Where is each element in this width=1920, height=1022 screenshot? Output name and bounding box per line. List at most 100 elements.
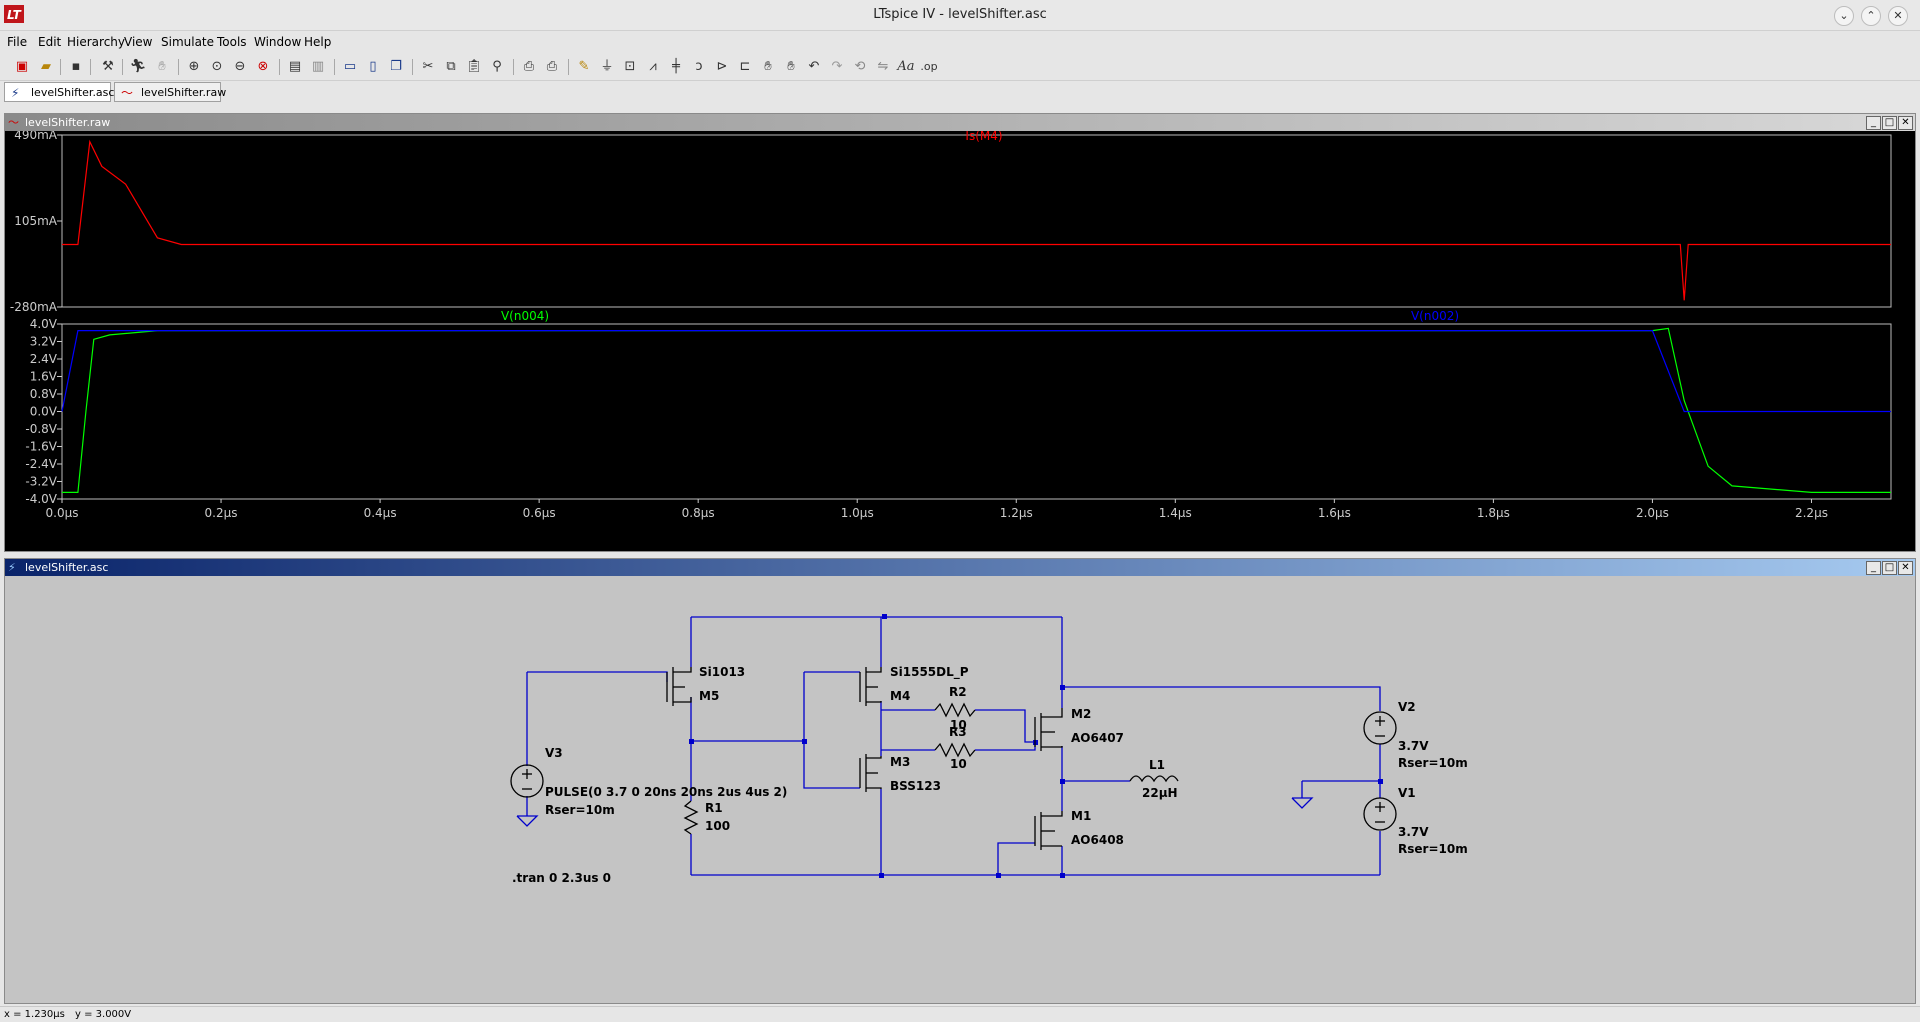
new-schematic-icon[interactable]: ▣ (15, 59, 29, 74)
plot-window-titlebar: 〜 levelShifter.raw _ □ ✕ (5, 114, 1915, 131)
zoom-out-icon[interactable]: ⊖ (234, 59, 246, 74)
junction-dots (689, 614, 1383, 878)
save-icon[interactable]: ▪ (71, 59, 81, 74)
resistor-icon[interactable]: ⩘ (649, 59, 657, 74)
zoom-fit-icon[interactable]: ⊗ (257, 59, 269, 74)
schematic-window-titlebar: ⚡︎ levelShifter.asc _ □ ✕ (5, 559, 1915, 576)
spice-directive-icon[interactable]: .op (920, 60, 938, 73)
m5-ref[interactable]: M5 (699, 689, 719, 703)
find-icon[interactable]: ⚲ (492, 59, 502, 74)
component-icon[interactable]: ⊏ (739, 59, 751, 74)
tile-horizontal-icon[interactable]: ▭ (343, 59, 357, 74)
tab-levelshifter-raw[interactable]: 〜 levelShifter.raw (114, 82, 226, 102)
tile-vertical-icon[interactable]: ▯ (369, 59, 377, 74)
menu-file[interactable]: File (7, 35, 28, 49)
autorange-icon[interactable]: ▤ (288, 59, 302, 74)
print-setup-icon[interactable]: ⎙ (523, 59, 535, 74)
lower-y-tick-label: -1.6V (25, 440, 57, 454)
undo-icon[interactable]: ↶ (808, 59, 820, 74)
m3-ref[interactable]: M3 (890, 755, 910, 769)
m2-part[interactable]: AO6407 (1071, 731, 1124, 745)
minimize-icon[interactable]: ⌄ (1834, 6, 1854, 26)
trace-label-v-n004[interactable]: V(n004) (501, 309, 549, 323)
draw-wire-icon[interactable]: ✎ (578, 59, 590, 74)
m4-ref[interactable]: M4 (890, 689, 910, 703)
mirror-icon[interactable]: ⇋ (877, 59, 889, 74)
schematic-canvas[interactable]: Si1013 M5 Si1555DL_P M4 M3 BSS123 M2 AO6… (5, 576, 1913, 1002)
menu-help[interactable]: Help (304, 35, 332, 49)
r1-ref[interactable]: R1 (705, 801, 723, 815)
m1-ref[interactable]: M1 (1071, 809, 1091, 823)
upper-pane-frame (61, 134, 1892, 308)
l1-value[interactable]: 22µH (1142, 786, 1178, 800)
v3-value[interactable]: PULSE(0 3.7 0 20ns 20ns 2us 4us 2) (545, 785, 787, 799)
v2-rser[interactable]: Rser=10m (1398, 756, 1468, 770)
close-icon[interactable]: ✕ (1888, 6, 1908, 26)
spice-directive[interactable]: .tran 0 2.3us 0 (512, 871, 611, 885)
trace-v-n004[interactable] (62, 327, 1891, 493)
trace-v-n002[interactable] (61, 330, 1891, 413)
mdi-maximize-icon[interactable]: □ (1882, 116, 1897, 130)
open-folder-icon[interactable]: ▰ (41, 59, 51, 74)
maximize-icon[interactable]: ⌃ (1861, 6, 1881, 26)
paste-icon[interactable]: 📋︎ (465, 59, 483, 74)
menu-hierarchy[interactable]: Hierarchy (67, 35, 126, 49)
trace-is-m4[interactable] (62, 139, 1891, 301)
v2-ref[interactable]: V2 (1398, 700, 1416, 714)
v3-rser[interactable]: Rser=10m (545, 803, 615, 817)
zoom-in-icon[interactable]: ⊕ (188, 59, 200, 74)
label-net-icon[interactable]: ⊡ (624, 59, 636, 74)
v1-value[interactable]: 3.7V (1398, 825, 1429, 839)
inductor-icon[interactable]: ↄ (695, 59, 703, 74)
text-icon[interactable]: Aa (897, 59, 915, 74)
m2-ref[interactable]: M2 (1071, 707, 1091, 721)
print-icon[interactable]: ⎙ (546, 59, 558, 74)
redo-icon[interactable]: ↷ (831, 59, 843, 74)
r3-value[interactable]: 10 (950, 757, 967, 771)
copy-icon[interactable]: ⧉ (446, 59, 456, 74)
halt-icon[interactable]: ✋︎ (158, 59, 166, 74)
m3-part[interactable]: BSS123 (890, 779, 941, 793)
rotate-icon[interactable]: ⟲ (854, 59, 866, 74)
tab-levelshifter-asc[interactable]: ⚡︎ levelShifter.asc (4, 82, 114, 102)
mdi-minimize-icon[interactable]: _ (1866, 116, 1881, 130)
trace-label-v-n002[interactable]: V(n002) (1411, 309, 1459, 323)
control-panel-icon[interactable]: ⚒ (102, 59, 114, 74)
diode-icon[interactable]: ⊳ (716, 59, 728, 74)
capacitor-icon[interactable]: ╪ (672, 59, 680, 74)
mdi-close-icon[interactable]: ✕ (1898, 561, 1913, 575)
schematic-icon: ⚡︎ (8, 561, 16, 574)
menu-view[interactable]: View (124, 35, 153, 49)
menu-window[interactable]: Window (254, 35, 302, 49)
ground-icon[interactable]: ⏚ (600, 59, 614, 74)
r2-ref[interactable]: R2 (949, 685, 967, 699)
l1-ref[interactable]: L1 (1149, 758, 1165, 772)
v1-rser[interactable]: Rser=10m (1398, 842, 1468, 856)
menu-edit[interactable]: Edit (38, 35, 62, 49)
v2-value[interactable]: 3.7V (1398, 739, 1429, 753)
move-icon[interactable]: ✋︎ (764, 59, 772, 74)
menu-simulate[interactable]: Simulate (161, 35, 215, 49)
mdi-minimize-icon[interactable]: _ (1866, 561, 1881, 575)
toolbar-separator (122, 59, 123, 75)
m5-part[interactable]: Si1013 (699, 665, 745, 679)
mdi-close-icon[interactable]: ✕ (1898, 116, 1913, 130)
mark-units-icon[interactable]: ▥ (311, 59, 325, 74)
r2-value[interactable]: 10 (950, 718, 967, 732)
run-icon[interactable]: 🏃︎ (129, 59, 147, 74)
mdi-maximize-icon[interactable]: □ (1882, 561, 1897, 575)
cut-icon[interactable]: ✂ (422, 59, 434, 74)
m4-part[interactable]: Si1555DL_P (890, 665, 969, 680)
menu-tools[interactable]: Tools (217, 35, 247, 49)
pan-icon[interactable]: ⊙ (211, 59, 223, 74)
title-bar: LT LTspice IV - levelShifter.asc ⌄ ⌃ ✕ (0, 0, 1920, 31)
cascade-icon[interactable]: ❐ (390, 59, 402, 74)
r3-ref[interactable]: R3 (949, 725, 967, 739)
drag-icon[interactable]: ✋︎ (787, 59, 795, 74)
v3-ref[interactable]: V3 (545, 746, 563, 760)
m1-part[interactable]: AO6408 (1071, 833, 1124, 847)
v1-ref[interactable]: V1 (1398, 786, 1416, 800)
trace-label-is-m4[interactable]: Is(M4) (965, 131, 1002, 143)
r1-value[interactable]: 100 (705, 819, 730, 833)
